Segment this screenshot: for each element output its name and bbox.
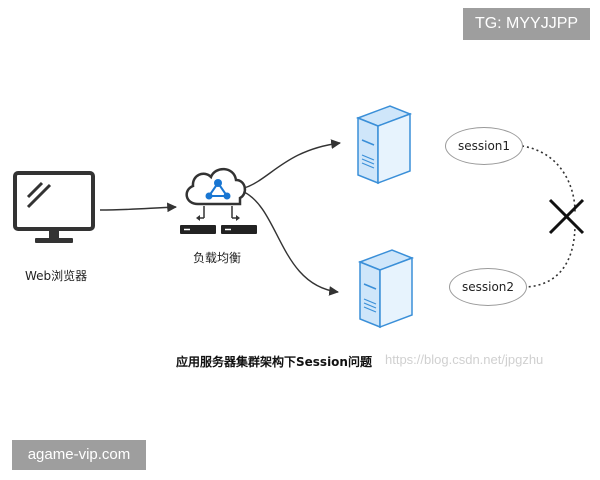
tg-badge: TG: MYYJJPP <box>463 8 590 40</box>
lb-to-server-bottom-arrow <box>243 191 339 296</box>
load-balancer-label: 负载均衡 <box>193 251 242 265</box>
csdn-watermark: https://blog.csdn.net/jpgzhu <box>385 352 544 367</box>
session2-dotted-link <box>525 223 576 288</box>
lb-to-server-top-arrow <box>243 139 341 189</box>
site-badge: agame-vip.com <box>12 440 146 470</box>
session2-label: session2 <box>461 280 515 294</box>
cross-mark-icon <box>548 198 585 235</box>
session1-dotted-link <box>521 145 576 213</box>
session1-label: session1 <box>457 139 511 153</box>
session1-bubble: session1 <box>445 127 523 165</box>
browser-label: Web浏览器 <box>25 269 88 283</box>
monitor-icon <box>13 171 95 243</box>
diagram-caption: 应用服务器集群架构下Session问题 <box>176 355 372 369</box>
cloud-network-icon <box>180 167 257 234</box>
server-top-icon <box>355 105 413 185</box>
server-bottom-icon <box>357 249 415 329</box>
browser-to-lb-arrow <box>99 202 177 213</box>
session2-bubble: session2 <box>449 268 527 306</box>
